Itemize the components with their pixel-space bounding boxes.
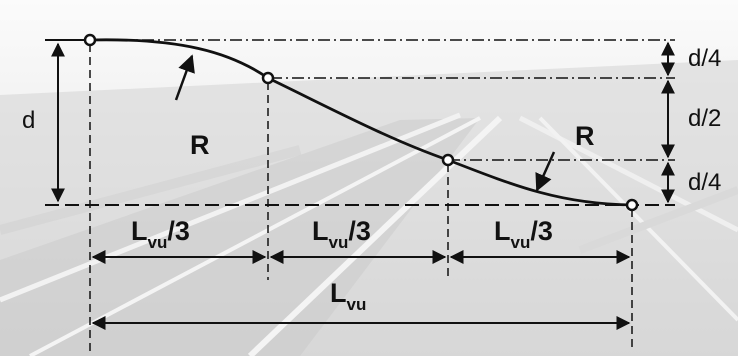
total-length-label: Lvu: [330, 278, 366, 314]
radius-label-1: R: [190, 130, 210, 160]
curve-point-end: [625, 198, 639, 212]
curve-point-three-quarter: [441, 153, 455, 167]
radius-label-2: R: [575, 121, 595, 151]
segment-label-1: Lvu/3: [131, 216, 190, 252]
radius-pointer-arrow-2: [535, 151, 556, 192]
d-quarter-bottom-label: d/4: [688, 169, 721, 196]
radius-pointer-arrow-1: [174, 54, 195, 101]
d-label: d: [22, 107, 35, 134]
segment-label-3: Lvu/3: [494, 216, 553, 252]
curve-point-quarter: [261, 71, 275, 85]
d-quarter-top-label: d/4: [688, 45, 721, 72]
curve-point-start: [83, 33, 97, 47]
segment-label-2: Lvu/3: [312, 216, 371, 252]
d-half-label: d/2: [688, 105, 721, 132]
